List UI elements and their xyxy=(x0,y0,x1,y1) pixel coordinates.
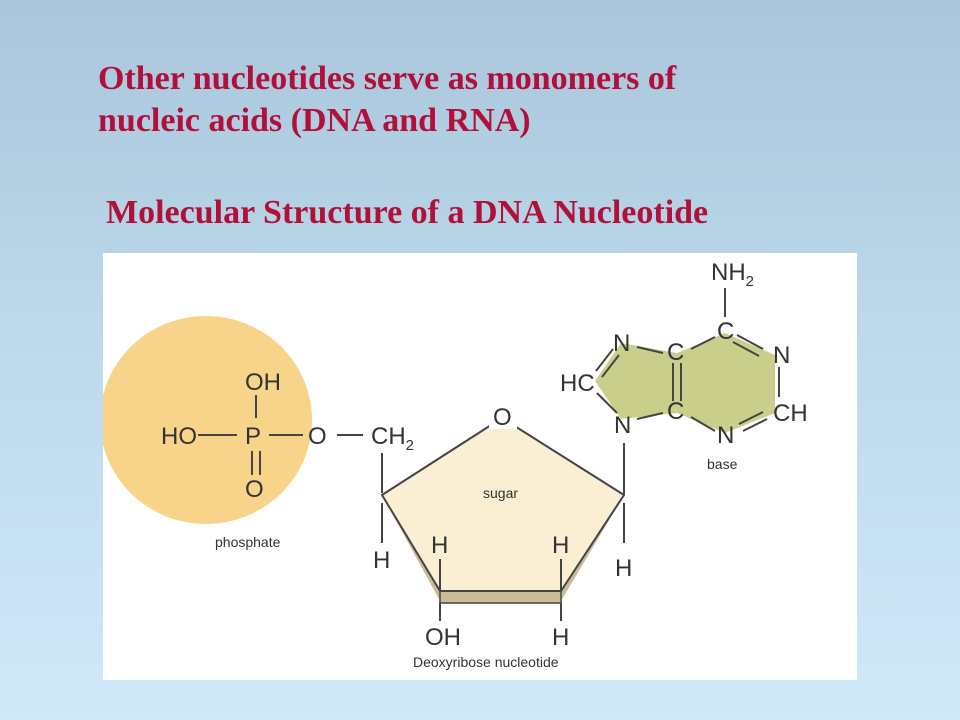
sugar-h-inner-left: H xyxy=(431,532,448,559)
sugar-ring xyxy=(381,417,625,592)
bond-n7-c5 xyxy=(636,346,664,354)
base-c-lower-mid: C xyxy=(667,398,684,425)
bond-n9-c4 xyxy=(636,412,664,420)
base-nh-text: NH xyxy=(711,259,746,286)
heading-line-2: nucleic acids (DNA and RNA) xyxy=(98,102,531,139)
base-c-top: C xyxy=(717,318,734,345)
sugar-ring-bottom xyxy=(439,590,562,604)
sugar-oh-bottom: OH xyxy=(425,624,461,651)
bond-c8-n9 xyxy=(596,392,618,414)
bond-n7-c8-a xyxy=(595,348,614,372)
bond-c5-c6 xyxy=(690,336,716,350)
phosphate-o-ester: O xyxy=(308,423,327,450)
sugar-h-inner-right: H xyxy=(552,532,569,559)
nucleotide-diagram: OH HO P O O phosphate CH2 O sugar H H H … xyxy=(103,259,808,670)
ring-oxygen-backdrop xyxy=(489,401,517,429)
sugar-ch-subscript: 2 xyxy=(406,437,414,454)
bond-c6-n1-a xyxy=(736,334,764,350)
bond-n3-c4 xyxy=(690,416,716,432)
phosphate-caption: phosphate xyxy=(215,534,281,550)
bond-c2-n3-b xyxy=(738,411,764,425)
base-n-glycosidic: N xyxy=(614,412,631,439)
sugar-ring-o: O xyxy=(493,404,512,431)
nucleotide-figure: OH HO P O O phosphate CH2 O sugar H H H … xyxy=(103,253,857,680)
base-c-upper-mid: C xyxy=(667,339,684,366)
phosphate-p: P xyxy=(245,423,261,450)
sugar-caption: sugar xyxy=(483,485,518,501)
bond-n7-c8-b xyxy=(601,354,620,378)
base-nh-subscript: 2 xyxy=(746,273,754,290)
bond-c2-n3-a xyxy=(742,418,768,432)
heading: Other nucleotides serve as monomers of n… xyxy=(98,58,898,142)
sugar-h-right: H xyxy=(615,555,632,582)
base-hc-left: HC xyxy=(560,370,595,397)
diagram-footer: Deoxyribose nucleotide xyxy=(413,654,559,670)
bond-c6-n1-b xyxy=(732,341,760,357)
sugar-ch-text: CH xyxy=(371,423,406,450)
base-caption: base xyxy=(707,456,738,472)
base-n-upper-left: N xyxy=(613,330,630,357)
base-rings xyxy=(595,333,775,433)
base-ch-right: CH xyxy=(773,400,808,427)
base-n-right: N xyxy=(773,342,790,369)
sugar-ch: CH2 xyxy=(371,423,414,454)
base-nh2: NH2 xyxy=(711,259,754,290)
diagram-title: Molecular Structure of a DNA Nucleotide xyxy=(106,194,709,231)
heading-line-1: Other nucleotides serve as monomers of xyxy=(98,60,677,97)
base-n-bottom: N xyxy=(717,422,734,449)
phosphate-ho-left: HO xyxy=(161,423,197,450)
sugar-h-left: H xyxy=(373,547,390,574)
phosphate-ellipse xyxy=(103,316,312,524)
sugar-h-bottom: H xyxy=(552,624,569,651)
phosphate-o-double: O xyxy=(245,476,264,503)
phosphate-oh-top: OH xyxy=(245,369,281,396)
